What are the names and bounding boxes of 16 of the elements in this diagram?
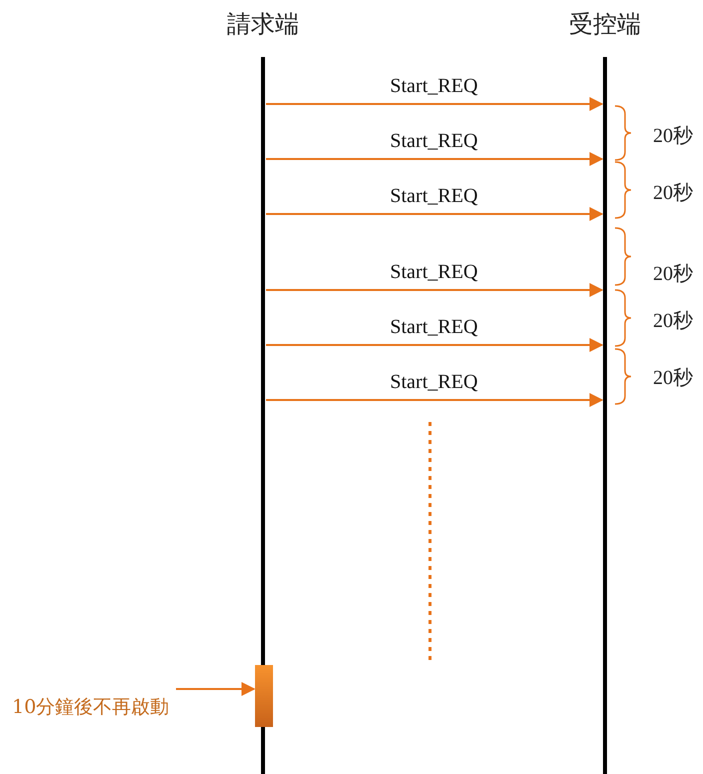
arrow — [266, 97, 604, 111]
participant-label: 受控端 — [568, 9, 642, 40]
arrow — [266, 207, 604, 221]
duration-label: 20秒 — [653, 124, 693, 149]
arrow — [266, 152, 604, 166]
arrow — [266, 338, 604, 352]
activation-bar — [255, 665, 273, 727]
duration-label: 20秒 — [653, 181, 693, 206]
duration-label: 20秒 — [653, 366, 693, 391]
arrow — [176, 682, 256, 696]
note-text: 10分鐘後不再啟動 — [12, 694, 170, 720]
arrow — [266, 393, 604, 407]
participant-label: 請求端 — [226, 9, 300, 40]
duration-label: 20秒 — [653, 262, 693, 287]
duration-label: 20秒 — [653, 309, 693, 334]
arrow — [266, 283, 604, 297]
